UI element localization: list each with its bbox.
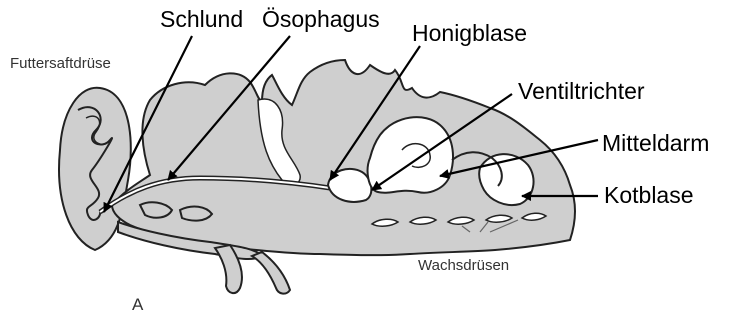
- label-kotblase: Kotblase: [604, 184, 694, 207]
- label-futtersaftdruese: Futtersaftdrüse: [10, 56, 111, 71]
- label-ventiltrichter: Ventiltrichter: [518, 80, 645, 103]
- leg-hind: [252, 252, 290, 294]
- panel-label: A: [132, 296, 143, 313]
- label-wachsdruesen: Wachsdrüsen: [418, 258, 509, 273]
- label-mitteldarm: Mitteldarm: [602, 132, 709, 155]
- label-honigblase: Honigblase: [412, 22, 527, 45]
- label-schlund: Schlund: [160, 8, 243, 31]
- label-oesophagus: Ösophagus: [262, 8, 380, 31]
- leg-base-2: [180, 207, 212, 221]
